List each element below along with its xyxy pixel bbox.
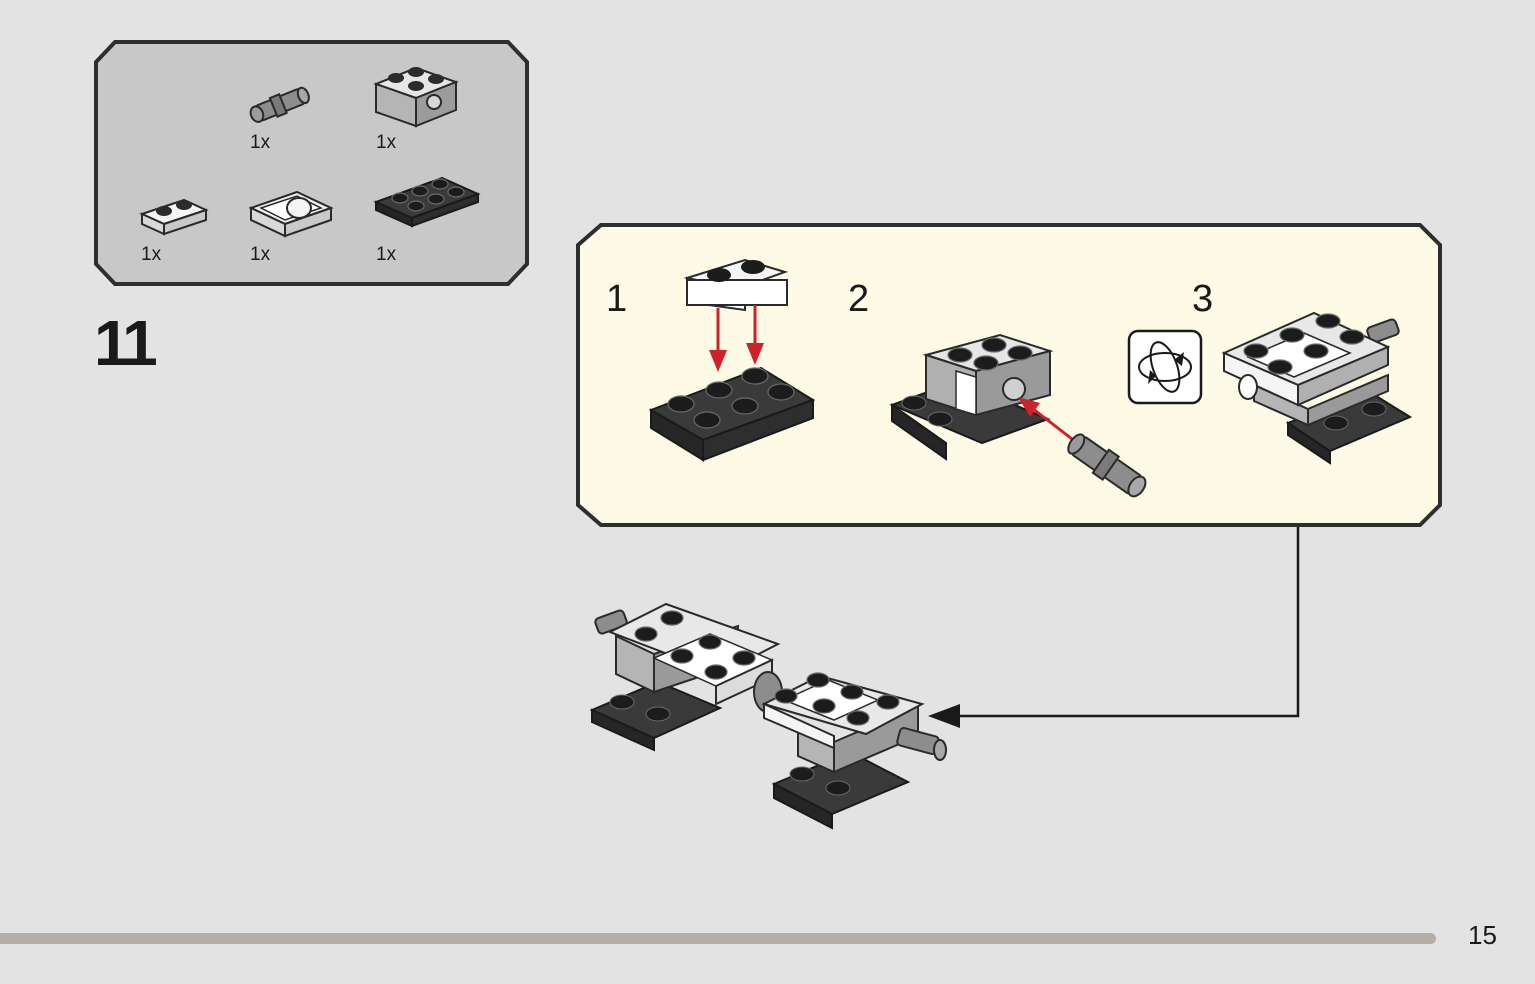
part-quantity: 1x [376, 132, 397, 153]
step-number: 11 [94, 307, 158, 379]
technic-pin-icon [249, 86, 310, 123]
white-plate-1x2-icon [139, 198, 209, 236]
final-assembly-illustration [589, 602, 947, 830]
substep-2-illustration [889, 333, 1147, 498]
substep-number: 1 [606, 278, 628, 320]
part-quantity: 1x [250, 132, 271, 153]
black-plate-2x3-icon [373, 176, 481, 228]
substep-number: 2 [848, 278, 870, 320]
part-quantity: 1x [250, 244, 271, 265]
substep-3-illustration [1221, 311, 1413, 465]
white-bracket-icon [248, 190, 334, 238]
page-progress-bar [0, 933, 1436, 944]
part-quantity: 1x [141, 244, 162, 265]
part-quantity: 1x [376, 244, 397, 265]
substep-number: 3 [1192, 278, 1214, 320]
page-number: 15 [1468, 920, 1497, 950]
brick-with-hole-icon [373, 66, 459, 128]
rotate-model-icon [1127, 329, 1203, 405]
substep-1-illustration [648, 258, 816, 462]
